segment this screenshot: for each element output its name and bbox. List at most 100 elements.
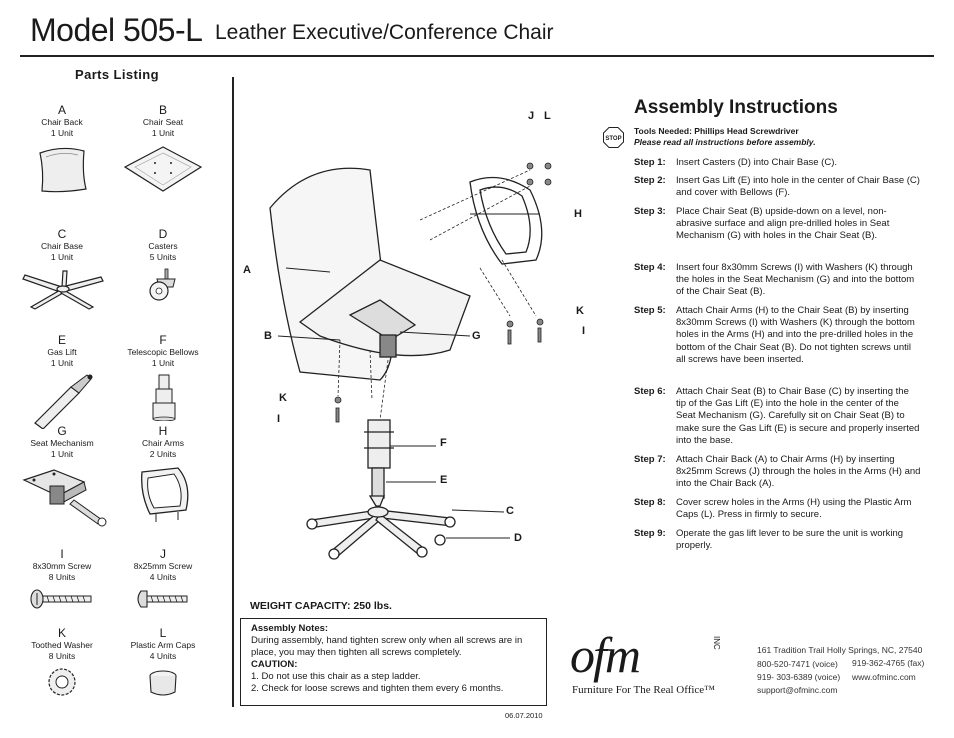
part-letter: G (57, 424, 67, 438)
part-qty: 5 Units (149, 252, 177, 263)
diagram-label-j: J (528, 110, 535, 122)
chair-arm-drawing (469, 176, 543, 265)
step-8: Step 8:Cover screw holes in the Arms (H)… (634, 497, 921, 521)
company-tagline: Furniture For The Real Office™ (572, 684, 715, 696)
step-5: Step 5: Attach Chair Arms (H) to the Chai… (634, 305, 921, 366)
part-name: Toothed Washer (31, 640, 93, 650)
step-text: Place Chair Seat (B) upside-down on a le… (676, 206, 890, 242)
product-subtitle: Leather Executive/Conference Chair (215, 21, 554, 44)
part-name: Telescopic Bellows (127, 347, 199, 357)
company-phone-1: 800-520-7471 (voice) (757, 659, 838, 669)
read-note: Please read all instructions before asse… (634, 137, 816, 148)
diagram-label-i-left: I (277, 413, 281, 425)
part-name: Plastic Arm Caps (130, 640, 196, 650)
diagram-label-i: I (582, 325, 586, 337)
assembly-notes-box: Assembly Notes: During assembly, hand ti… (240, 618, 547, 706)
part-qty: 8 Units (48, 651, 76, 662)
plastic-arm-cap-icon (149, 670, 177, 696)
assembly-instructions-title: Assembly Instructions (634, 97, 838, 118)
part-name: 8x30mm Screw (32, 561, 92, 571)
part-c: C Chair Base 1 Unit (7, 227, 117, 311)
part-qty: 2 Units (149, 449, 177, 460)
step-text: Attach Chair Back (A) to Chair Arms (H) … (676, 454, 921, 490)
part-name: Casters (148, 241, 178, 251)
part-letter: L (159, 626, 167, 640)
step-label: Step 8: (634, 497, 666, 508)
part-name: Gas Lift (47, 347, 77, 357)
stop-sign-icon: STOP (603, 127, 624, 148)
parts-listing-title: Parts Listing (75, 67, 159, 82)
gas-lift-icon (34, 374, 93, 430)
company-phone-2: 919- 303-6389 (voice) (757, 672, 841, 682)
part-name: Seat Mechanism (30, 438, 94, 448)
step-text: Attach Chair Seat (B) to Chair Base (C) … (676, 386, 920, 446)
part-letter: I (60, 547, 64, 561)
part-letter: D (158, 227, 168, 241)
part-e: E Gas Lift 1 Unit (7, 333, 117, 430)
diagram-label-b: B (264, 330, 272, 342)
part-letter: J (160, 547, 166, 561)
step-text: Insert four 8x30mm Screws (I) with Washe… (676, 262, 915, 298)
step-text: Insert Casters (D) into Chair Base (C). (676, 157, 838, 168)
screw-8x25-icon (137, 590, 188, 608)
part-h: H Chair Arms 2 Units (108, 424, 218, 524)
diagram-label-e: E (440, 474, 448, 486)
step-label: Step 3: (634, 206, 666, 217)
part-f: F Telescopic Bellows 1 Unit (108, 333, 218, 422)
step-text: Insert Gas Lift (E) into hole in the cen… (676, 175, 920, 199)
diagram-label-c: C (506, 505, 514, 517)
part-qty: 4 Units (149, 572, 177, 583)
step-label: Step 5: (634, 305, 666, 316)
part-letter: K (57, 626, 66, 640)
part-letter: F (159, 333, 167, 347)
part-qty: 1 Unit (50, 358, 74, 369)
part-letter: C (57, 227, 67, 241)
step-label: Step 1: (634, 157, 666, 168)
notes-heading: Assembly Notes: (251, 623, 329, 634)
caution-item: 2. Check for loose screws and tighten th… (251, 683, 504, 694)
diagram-label-d: D (514, 532, 522, 544)
stop-label: STOP (605, 136, 621, 142)
weight-capacity: WEIGHT CAPACITY: 250 lbs. (250, 600, 392, 612)
step-9: Step 9:Operate the gas lift lever to be … (634, 528, 921, 552)
part-g: G Seat Mechanism 1 Unit (7, 424, 117, 528)
step-label: Step 7: (634, 454, 666, 465)
seat-mechanism-icon (22, 469, 107, 527)
part-name: Chair Arms (141, 438, 185, 448)
part-l: L Plastic Arm Caps 4 Units (108, 626, 218, 700)
step-1: Step 1: Insert Casters (D) into Chair Bas… (634, 157, 921, 169)
logo-text: ofm (570, 627, 641, 683)
screw-8x30-icon (30, 589, 92, 609)
step-text: Attach Chair Arms (H) to the Chair Seat … (676, 305, 915, 365)
logo-suffix: INC (712, 636, 721, 650)
toothed-washer-icon (48, 668, 76, 696)
part-k: K Toothed Washer 8 Units (7, 626, 117, 698)
chair-arms-icon (141, 467, 189, 523)
telescopic-bellows-icon (152, 374, 176, 422)
part-letter: B (158, 103, 167, 117)
step-2: Step 2:Insert Gas Lift (E) into hole in … (634, 175, 921, 199)
seat-mechanism-drawing (348, 299, 417, 341)
chair-base-icon (22, 270, 104, 310)
step-4: Step 4:Insert four 8x30mm Screws (I) wit… (634, 262, 921, 299)
diagram-label-f: F (440, 437, 447, 449)
diagram-label-h: H (574, 208, 582, 220)
diagram-label-a: A (243, 264, 251, 276)
chair-seat-icon (123, 146, 203, 192)
header-rule (20, 55, 934, 57)
company-website: www.ofminc.com (852, 672, 916, 682)
step-label: Step 9: (634, 528, 666, 539)
notes-body: During assembly, hand tighten screw only… (251, 635, 523, 658)
company-fax: 919-362-4765 (fax) (852, 658, 925, 668)
part-name: Chair Base (40, 241, 84, 251)
part-qty: 1 Unit (50, 128, 74, 139)
company-address: 161 Tradition Trail Holly Springs, NC, 2… (757, 645, 923, 655)
caution-heading: CAUTION: (251, 659, 298, 670)
part-a: A Chair Back 1 Unit (7, 103, 117, 195)
company-email: support@ofminc.com (757, 685, 838, 695)
part-b: B Chair Seat 1 Unit (108, 103, 218, 195)
model-title: Model 505-L (30, 12, 203, 48)
diagram-label-k: K (576, 305, 584, 317)
tools-text: Tools Needed: Phillips Head Screwdriver (634, 126, 799, 136)
part-qty: 4 Units (149, 651, 177, 662)
